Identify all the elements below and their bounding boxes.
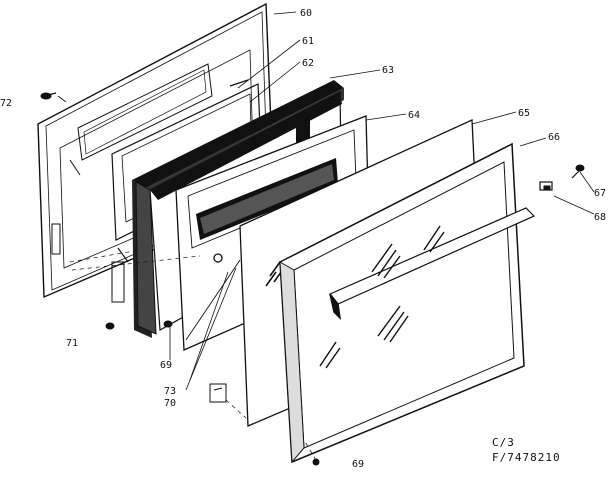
leader-lines	[57, 11, 595, 391]
callout-61: 61	[302, 36, 314, 47]
callout-69-upper: 69	[160, 360, 172, 371]
callout-68: 68	[594, 212, 606, 223]
callout-63: 63	[382, 65, 394, 76]
callout-labels: 60 61 62 63 64 65 66 67 68 69 69 70 71 7…	[0, 8, 606, 470]
callout-65: 65	[518, 108, 530, 119]
callout-60: 60	[300, 8, 312, 19]
drawing-code-line1: C/3	[492, 436, 515, 449]
callout-62: 62	[302, 58, 314, 69]
alignment-guides	[69, 249, 317, 461]
hardware-parts	[40, 92, 585, 466]
callout-67: 67	[594, 188, 606, 199]
front-door-frame	[279, 142, 536, 464]
callout-69-lower: 69	[352, 459, 364, 470]
callout-72: 72	[0, 98, 12, 109]
drawing-code: C/3 F/7478210	[492, 436, 561, 464]
callout-66: 66	[548, 132, 560, 143]
callout-73: 73	[164, 386, 176, 397]
callout-64: 64	[408, 110, 420, 121]
callout-70: 70	[164, 398, 176, 409]
drawing-code-line2: F/7478210	[492, 451, 561, 464]
callout-71: 71	[66, 338, 78, 349]
